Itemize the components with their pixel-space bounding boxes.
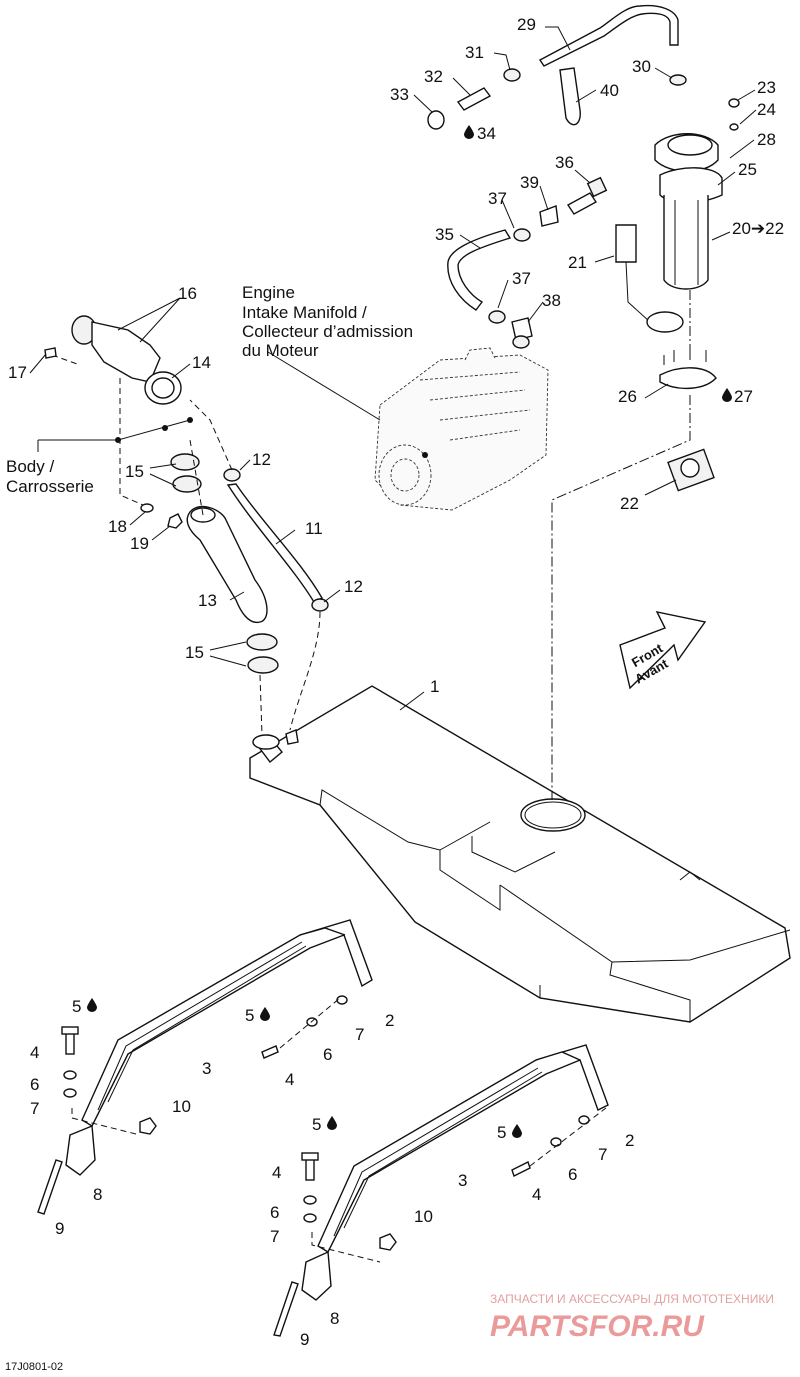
footer: 17J0801-02 ЗАПЧАСТИ И АКСЕССУАРЫ ДЛЯ МОТ… — [5, 1292, 774, 1373]
callout-3: 3 — [458, 1171, 467, 1190]
callout-6: 6 — [568, 1165, 577, 1184]
callout-15: 15 — [185, 643, 204, 662]
hardware-right — [273, 1107, 607, 1337]
fuel-hose-group — [447, 176, 608, 349]
callout-2: 2 — [625, 1131, 634, 1150]
callout-1: 1 — [430, 677, 439, 696]
callout-6: 6 — [323, 1045, 332, 1064]
engine-intake-manifold — [374, 347, 549, 511]
callout-9: 9 — [300, 1330, 309, 1349]
callout-numbers: 1 2 2 3 3 4 4 4 4 5 5 5 5 6 6 6 6 7 7 7 … — [8, 15, 784, 1349]
reference-labels: Engine Intake Manifold / Collecteur d’ad… — [6, 283, 413, 496]
fuel-tank — [249, 685, 791, 1023]
callout-15: 15 — [125, 462, 144, 481]
tank-strap-left — [65, 919, 373, 1176]
callout-13: 13 — [198, 591, 217, 610]
diagram-code: 17J0801-02 — [5, 1361, 63, 1373]
callout-7: 7 — [598, 1145, 607, 1164]
oil-drop-icon — [327, 1116, 337, 1130]
callout-7: 7 — [30, 1099, 39, 1118]
callout-29: 29 — [517, 15, 536, 34]
callout-34: 34 — [477, 124, 496, 143]
callout-3: 3 — [202, 1059, 211, 1078]
callout-22: 22 — [620, 494, 639, 513]
callout-4: 4 — [30, 1043, 39, 1062]
callout-21: 21 — [568, 253, 587, 272]
body-label-line-1: Body / — [6, 457, 54, 476]
callout-10: 10 — [414, 1207, 433, 1226]
callout-25: 25 — [738, 160, 757, 179]
tank-strap-right — [301, 1044, 609, 1301]
oil-drop-icon — [260, 1007, 270, 1021]
callout-30: 30 — [632, 57, 651, 76]
callout-12: 12 — [252, 450, 271, 469]
body-label-line-2: Carrosserie — [6, 477, 94, 496]
callout-7: 7 — [355, 1025, 364, 1044]
callout-5: 5 — [312, 1115, 321, 1134]
callout-5: 5 — [245, 1006, 254, 1025]
watermark-tagline: ЗАПЧАСТИ И АКСЕССУАРЫ ДЛЯ МОТОТЕХНИКИ — [490, 1292, 774, 1306]
callout-18: 18 — [108, 517, 127, 536]
callout-14: 14 — [192, 353, 211, 372]
callout-33: 33 — [390, 85, 409, 104]
callout-6: 6 — [30, 1075, 39, 1094]
oil-drop-icon — [722, 388, 732, 402]
callout-10: 10 — [172, 1097, 191, 1116]
callout-8: 8 — [330, 1309, 339, 1328]
callout-17: 17 — [8, 363, 27, 382]
callout-37: 37 — [488, 189, 507, 208]
callout-4: 4 — [532, 1185, 541, 1204]
callout-32: 32 — [424, 67, 443, 86]
fuel-pump-assembly — [427, 4, 740, 800]
filler-neck-assembly — [44, 315, 329, 736]
callout-20: 20➔22 — [732, 219, 784, 238]
callout-16: 16 — [178, 284, 197, 303]
callout-8: 8 — [93, 1185, 102, 1204]
callout-24: 24 — [757, 100, 776, 119]
engine-label-line-1: Engine — [242, 283, 295, 302]
callout-37: 37 — [512, 269, 531, 288]
callout-39: 39 — [520, 173, 539, 192]
callout-27: 27 — [734, 387, 753, 406]
engine-label-line-3: Collecteur d’admission — [242, 322, 413, 341]
engine-label-line-2: Intake Manifold / — [242, 303, 367, 322]
callout-40: 40 — [600, 81, 619, 100]
callout-2: 2 — [385, 1011, 394, 1030]
body-reference-lines — [37, 417, 193, 452]
callout-36: 36 — [555, 153, 574, 172]
callout-38: 38 — [542, 291, 561, 310]
callout-7: 7 — [270, 1227, 279, 1246]
oil-drop-icon — [87, 998, 97, 1012]
callout-31: 31 — [465, 43, 484, 62]
callout-5: 5 — [497, 1123, 506, 1142]
callout-6: 6 — [270, 1203, 279, 1222]
hardware-left — [37, 995, 348, 1215]
oil-drop-icon — [512, 1124, 522, 1138]
watermark-brand: PARTSFOR.RU — [490, 1310, 705, 1343]
callout-12: 12 — [344, 577, 363, 596]
callout-28: 28 — [757, 130, 776, 149]
leader-lines — [29, 26, 757, 711]
callout-4: 4 — [272, 1163, 281, 1182]
oil-drop-icon — [464, 125, 474, 139]
callout-26: 26 — [618, 387, 637, 406]
callout-19: 19 — [130, 534, 149, 553]
callout-23: 23 — [757, 78, 776, 97]
callout-5: 5 — [72, 997, 81, 1016]
callout-11: 11 — [305, 519, 323, 538]
engine-label-line-4: du Moteur — [242, 341, 319, 360]
callout-4: 4 — [285, 1070, 294, 1089]
callout-35: 35 — [435, 225, 454, 244]
callout-9: 9 — [55, 1219, 64, 1238]
front-arrow-icon: Front Avant — [619, 611, 707, 690]
